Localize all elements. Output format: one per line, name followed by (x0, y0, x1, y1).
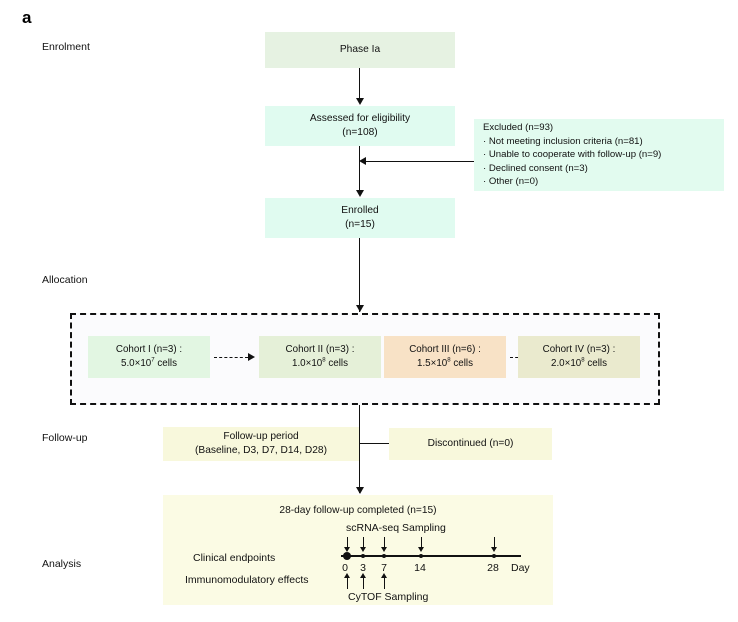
node-cohort-3-dose-mantissa: 1.5×10 (417, 358, 448, 369)
node-excluded-title: Excluded (n=93) (483, 121, 554, 133)
timeline-axis-unit: Day (511, 562, 530, 574)
timeline-bottom-label: CyTOF Sampling (348, 591, 429, 603)
node-assessed-line1: Assessed for eligibility (309, 113, 411, 125)
panel-letter: a (22, 8, 32, 27)
analysis-row-label-1: Immunomodulatory effects (185, 574, 309, 586)
timeline-cytof-arrow-day3 (360, 573, 366, 589)
arrow-cohort-1-to-2 (248, 352, 255, 361)
node-cohort-1-title: Cohort I (n=3) : (115, 343, 183, 355)
node-cohort-2-dose-unit: cells (325, 358, 348, 369)
connector-excluded-to-stem (366, 161, 474, 163)
timeline-scrnaseq-arrow-day3 (360, 537, 366, 553)
node-followup-period-line1: Follow-up period (223, 431, 299, 443)
node-cohort-1-dose: 5.0×107 cells (92, 357, 206, 371)
node-cohort-2-dose-exp: 8 (322, 357, 326, 364)
timeline-scrnaseq-arrow-day7 (381, 537, 387, 553)
stage-label-allocation: Allocation (42, 274, 88, 286)
node-assessed-for-eligibility: Assessed for eligibility (n=108) (265, 106, 455, 146)
node-cohort-4-dose: 2.0×108 cells (522, 357, 636, 371)
timeline-axis (341, 555, 521, 558)
timeline-tick-label-1: 3 (360, 562, 366, 574)
connector-followup-stem (359, 427, 361, 493)
node-phase-ia-line1: Phase Ia (339, 44, 381, 56)
connector-assessed-to-enrolled (359, 146, 361, 194)
node-cohort-3-dose-unit: cells (450, 358, 473, 369)
timeline-tick-label-3: 14 (414, 562, 426, 574)
node-excluded-item-1: · Unable to cooperate with follow-up (n=… (483, 149, 662, 161)
timeline-dot-day28 (492, 554, 496, 558)
timeline-tick-label-4: 28 (487, 562, 499, 574)
node-cohort-4-dose-unit: cells (584, 358, 607, 369)
connector-allocation-to-followup (359, 405, 361, 427)
node-followup-period-line2: (Baseline, D3, D7, D14, D28) (195, 445, 327, 456)
node-enrolled: Enrolled (n=15) (265, 198, 455, 238)
node-cohort-4-title: Cohort IV (n=3) : (542, 343, 616, 355)
node-cohort-3: Cohort III (n=6) : 1.5×108 cells (384, 336, 506, 378)
node-cohort-3-dose: 1.5×108 cells (388, 357, 502, 371)
node-discontinued-line1: Discontinued (n=0) (427, 438, 514, 450)
timeline-cytof-arrow-day7 (381, 573, 387, 589)
node-cohort-1-dose-mantissa: 5.0×10 (121, 358, 152, 369)
node-excluded-item-0: · Not meeting inclusion criteria (n=81) (483, 135, 643, 147)
node-cohort-1-dose-exp: 7 (151, 357, 155, 364)
node-cohort-2-dose-mantissa: 1.0×10 (292, 358, 323, 369)
timeline-top-label: scRNA-seq Sampling (346, 522, 446, 534)
node-cohort-1-dose-unit: cells (154, 358, 177, 369)
node-cohort-4: Cohort IV (n=3) : 2.0×108 cells (518, 336, 640, 378)
timeline-tick-label-2: 7 (381, 562, 387, 574)
timeline-scrnaseq-arrow-day14 (418, 537, 424, 553)
arrow-enrolled-to-allocation (355, 305, 364, 312)
timeline-scrnaseq-arrow-day28 (491, 537, 497, 553)
timeline-scrnaseq-arrow-day0 (344, 537, 350, 553)
node-cohort-3-title: Cohort III (n=6) : (409, 343, 481, 355)
node-cohort-1: Cohort I (n=3) : 5.0×107 cells (88, 336, 210, 378)
timeline-dot-day3 (361, 554, 365, 558)
node-cohort-2-dose: 1.0×108 cells (263, 357, 377, 371)
node-analysis-panel: 28-day follow-up completed (n=15) Clinic… (163, 495, 553, 605)
node-cohort-4-dose-mantissa: 2.0×10 (551, 358, 582, 369)
analysis-row-label-0: Clinical endpoints (193, 552, 276, 564)
node-discontinued: Discontinued (n=0) (389, 428, 552, 460)
connector-enrolled-to-allocation (359, 238, 361, 312)
stage-label-enrolment: Enrolment (42, 41, 90, 53)
node-enrolled-line1: Enrolled (341, 205, 379, 217)
stage-label-followup: Follow-up (42, 432, 88, 444)
node-cohort-4-dose-exp: 8 (581, 357, 585, 364)
arrow-excluded-to-stem (359, 157, 366, 165)
arrow-phase-to-assessed (355, 98, 364, 105)
node-cohort-2-title: Cohort II (n=3) : (285, 343, 355, 355)
node-excluded-item-2: · Declined consent (n=3) (483, 162, 588, 174)
arrow-assessed-to-enrolled (355, 190, 364, 197)
connector-stem-to-discontinued (360, 443, 389, 445)
connector-cohort-1-to-2 (214, 357, 248, 358)
node-enrolled-line2: (n=15) (345, 219, 375, 230)
timeline-dot-day14 (419, 554, 423, 558)
stage-label-analysis: Analysis (42, 558, 82, 570)
node-excluded-item-3: · Other (n=0) (483, 176, 539, 188)
analysis-title: 28-day follow-up completed (n=15) (279, 505, 437, 516)
node-phase-ia: Phase Ia (265, 32, 455, 68)
connector-phase-to-assessed (359, 68, 361, 100)
arrow-followup-to-analysis (355, 487, 364, 494)
node-followup-period: Follow-up period (Baseline, D3, D7, D14,… (163, 427, 359, 461)
node-cohort-3-dose-exp: 8 (447, 357, 451, 364)
timeline-dot-day0 (343, 552, 351, 560)
timeline-tick-label-0: 0 (342, 562, 348, 574)
node-cohort-2: Cohort II (n=3) : 1.0×108 cells (259, 336, 381, 378)
timeline-dot-day7 (382, 554, 386, 558)
timeline-cytof-arrow-day0 (344, 573, 350, 589)
node-excluded: Excluded (n=93) · Not meeting inclusion … (474, 119, 724, 191)
node-assessed-line2: (n=108) (342, 127, 378, 138)
